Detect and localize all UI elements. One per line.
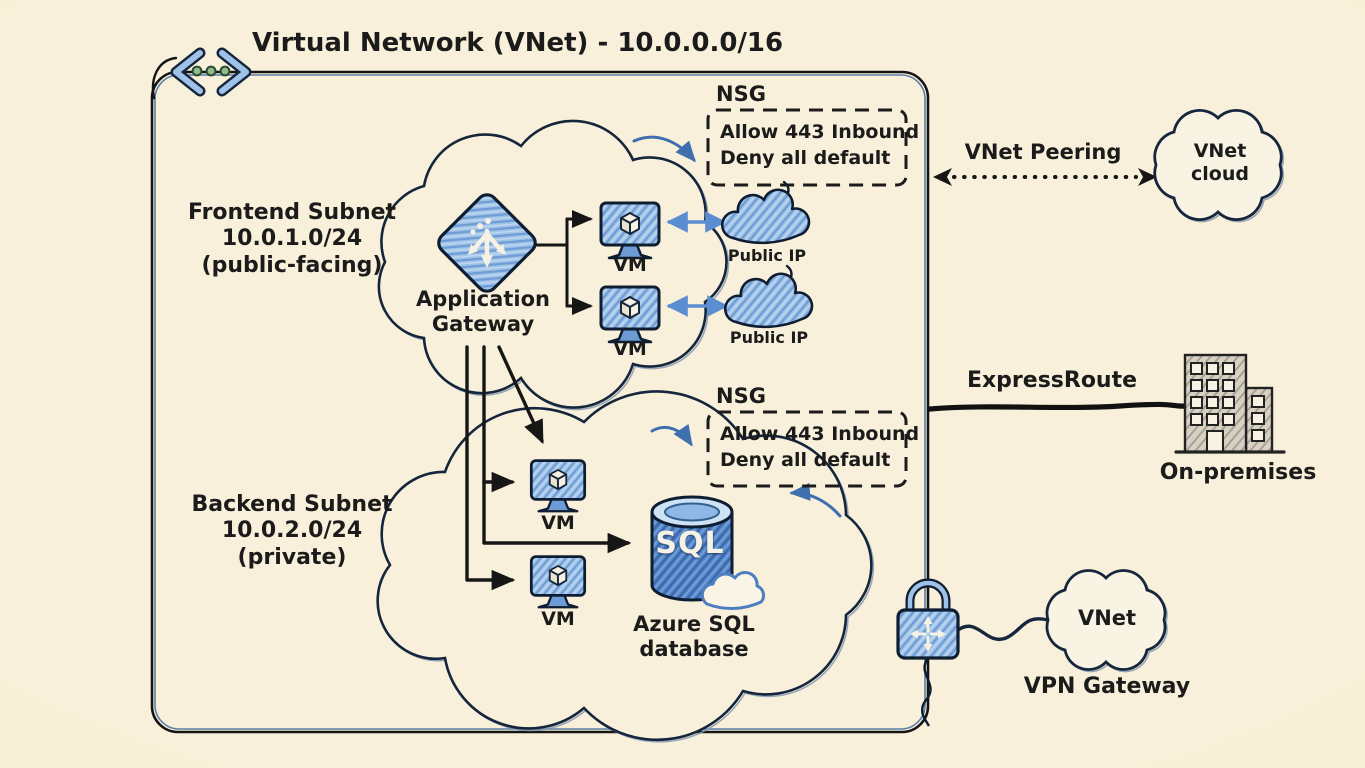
nsg-frontend-title: NSG [716,82,766,106]
vnet-boundary-box [150,56,932,734]
vpn-gateway-label: VPN Gateway [1023,674,1191,699]
arrow-appgw-diagonal-to-backend-vm1 [497,345,544,445]
sql-cloud-accent [700,571,766,610]
nsg-backend-rules: Allow 443 Inbound Deny all default [720,422,919,473]
frontend-vm1-label: VM [613,254,647,276]
azure-sql-label-line1: Azure SQL [633,612,755,636]
line-appgw-to-sql [482,345,632,554]
frontend-subnet-label: Frontend Subnet 10.0.1.0/24 (public-faci… [188,200,396,279]
backend-vm2-label: VM [541,608,575,630]
frontend-vm2-label: VM [613,338,647,360]
nsg2-connector-bottom [789,482,842,518]
nsg1-connector [632,135,696,163]
nsg-backend-box [706,410,908,488]
app-gateway-label-line2: Gateway [431,312,535,337]
on-premises-building-icon [1174,353,1286,454]
diagram-title: Virtual Network (VNet) - 10.0.0.0/16 [252,28,784,58]
on-premises-label: On-premises [1159,460,1317,485]
vpn-vnet-cloud-label: VNet [1077,606,1137,630]
vnet-icon [170,47,252,97]
app-gateway-label-line1: Application [416,287,550,311]
frontend-subnet-name: Frontend Subnet [187,200,397,225]
vnet-peering-arrow [933,168,1157,186]
vpn-gateway-lock-icon [896,578,960,660]
expressroute-label: ExpressRoute [966,368,1138,393]
nsg-frontend-rules: Allow 443 Inbound Deny all default [720,120,919,171]
sql-database-icon [650,495,766,610]
sql-badge: SQL [655,526,725,561]
nsg-frontend-rule2: Deny all default [720,146,891,169]
peer-vnet-cloud-icon [1153,108,1285,223]
backend-vm1-label: VM [541,512,575,534]
nsg2-connector-left [650,424,693,447]
frontend-subnet-cloud [377,119,730,411]
line-appgw-to-backend-vm2 [465,345,516,591]
nsg-backend-title: NSG [716,384,766,408]
backend-subnet-name: Backend Subnet [191,492,393,517]
backend-subnet-label: Backend Subnet 10.0.2.0/24 (private) [191,492,392,571]
appgw-to-vms-trunk [535,217,569,308]
backend-subnet-cidr: 10.0.2.0/24 [221,518,363,544]
nsg-backend-rule2: Deny all default [720,448,891,471]
nsg-frontend-rule1: Allow 443 Inbound [720,121,920,143]
backend-subnet-note: (private) [237,544,347,570]
nsg-frontend-box [706,108,908,187]
application-gateway-icon [437,193,537,293]
vnet-peering-label: VNet Peering [964,140,1122,164]
app-gateway-label: Application Gateway [416,287,550,337]
azure-sql-label: Azure SQL database [633,612,755,662]
nsg-backend-rule1: Allow 443 Inbound [720,423,920,445]
vpn-to-cloud-squiggle [956,617,1050,642]
public-ip1-label: Public IP [727,246,807,265]
peer-vnet-cloud-label: VNet cloud [1191,140,1249,186]
expressroute-line [927,401,1189,412]
frontend-subnet-note: (public-facing) [201,252,383,278]
public-ip2-cloud-icon [723,264,814,329]
public-ip2-label: Public IP [729,328,809,347]
vpn-vnet-cloud-icon [1045,569,1168,673]
peer-vnet-cloud-line2: cloud [1191,162,1249,185]
azure-sql-label-line2: database [639,637,749,662]
public-ip1-cloud-icon [720,180,811,245]
peer-vnet-cloud-line1: VNet [1193,140,1247,162]
frontend-subnet-cidr: 10.0.1.0/24 [221,226,363,252]
